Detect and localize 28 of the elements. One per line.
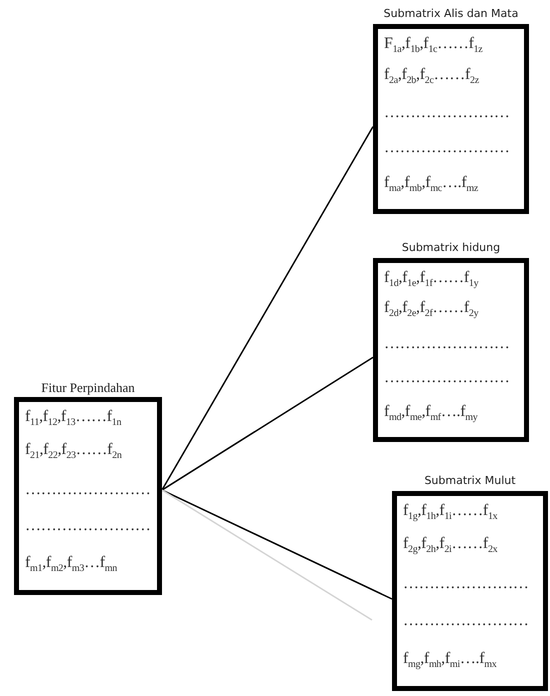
matrix-row-text: f$_{mg}$,f$_{mh}$,f$_{mi}$….f$_{mx}$	[403, 650, 498, 670]
connector-line	[162, 356, 374, 491]
matrix-title: Fitur Perpindahan	[40, 380, 136, 396]
matrix-row-text: f$_{1g}$,f$_{1h}$,f$_{1i}$……f$_{1x}$	[403, 502, 498, 523]
matrix-title: Submatrix hidung	[400, 241, 502, 254]
matrix-title: Submatrix Mulut	[423, 474, 517, 487]
connector-line	[161, 126, 374, 490]
connector-line	[162, 489, 392, 600]
matrix-row-text: F$_{1a}$,f$_{1b}$,f$_{1c}$……f$_{1z}$	[384, 35, 484, 56]
matrix-row-text: f$_{md}$,f$_{me}$,f$_{mf}$….f$_{my}$	[384, 402, 478, 424]
matrix-row-text: f$_{m1}$,f$_{m2}$,f$_{m3}$…f$_{mn}$	[25, 554, 118, 574]
matrix-row-text: f$_{21}$,f$_{22}$,f$_{23}$……f$_{2n}$	[25, 440, 123, 461]
matrix-row-text: ……………………	[384, 139, 511, 157]
matrix-row-text: f$_{ma}$,f$_{mb}$,f$_{mc}$….f$_{mz}$	[384, 174, 479, 194]
matrix-title: Submatrix Alis dan Mata	[382, 7, 520, 20]
matrix-row-text: f$_{2d}$,f$_{2e}$,f$_{2f}$……f$_{2y}$	[384, 298, 480, 319]
matrix-row-text: ……………………	[384, 369, 511, 388]
matrix-row-text: ……………………	[403, 612, 530, 630]
matrix-row-text: f$_{2g}$,f$_{2h}$,f$_{2i}$……f$_{2x}$	[403, 535, 498, 556]
matrix-row-text: ……………………	[25, 517, 152, 536]
matrix-row-text: ……………………	[25, 480, 152, 499]
matrix-row-text: ……………………	[403, 575, 530, 594]
matrix-row-text: ……………………	[384, 335, 511, 354]
connector-line	[162, 489, 372, 621]
matrix-row-text: f$_{2a}$,f$_{2b}$,f$_{2c}$……f$_{2z}$	[384, 66, 480, 86]
matrix-row-text: ……………………	[384, 104, 511, 122]
matrix-row-text: f$_{1d}$,f$_{1e}$,f$_{1f}$……f$_{1y}$	[384, 268, 480, 289]
matrix-row-text: f$_{11}$,f$_{12}$,f$_{13}$……f$_{1n}$	[25, 408, 122, 428]
